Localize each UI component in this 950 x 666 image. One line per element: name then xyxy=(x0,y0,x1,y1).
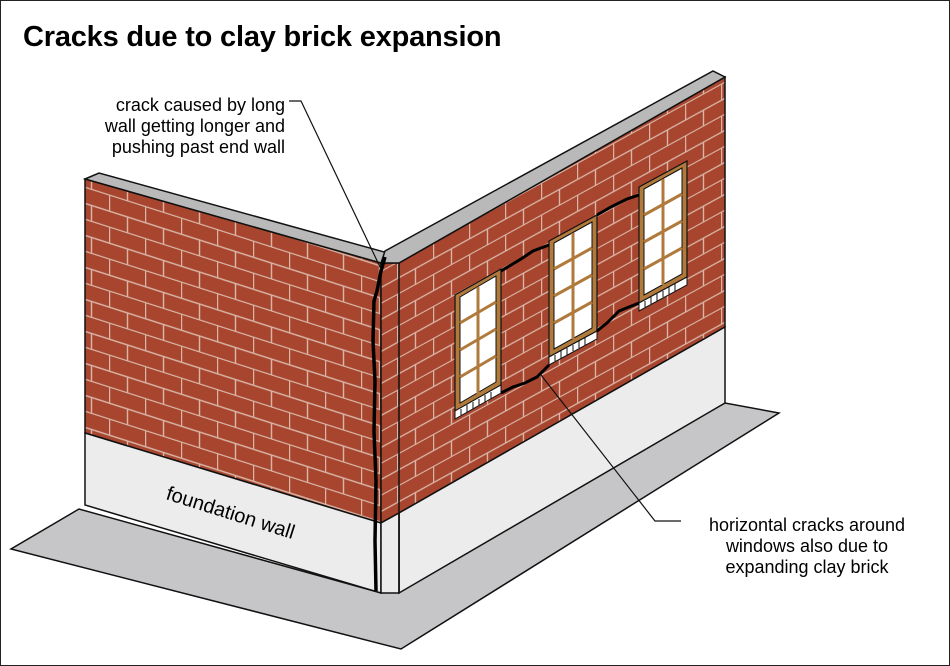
caption-line: wall getting longer and xyxy=(104,116,285,136)
leader-vertical-crack xyxy=(289,100,382,270)
diagram-title: Cracks due to clay brick expansion xyxy=(23,21,502,53)
horizontal-crack-upper xyxy=(500,193,640,273)
caption-line: pushing past end wall xyxy=(111,137,285,157)
window-middle xyxy=(548,213,598,366)
long-wall-top xyxy=(379,70,727,264)
horizontal-crack-lower xyxy=(500,301,640,395)
vertical-crack-caption: crack caused by long wall getting longer… xyxy=(25,95,285,158)
vertical-crack xyxy=(371,256,387,592)
horizontal-cracks-caption: horizontal cracks around windows also du… xyxy=(687,515,927,578)
caption-line: horizontal cracks around xyxy=(708,515,906,535)
leader-horizontal-cracks xyxy=(540,374,681,522)
long-wall-foundation-end xyxy=(380,511,400,594)
caption-line: expanding clay brick xyxy=(725,557,889,577)
window-left xyxy=(454,267,502,420)
window-right xyxy=(638,159,688,312)
caption-line: windows also due to xyxy=(725,536,889,556)
caption-line: crack caused by long xyxy=(115,95,285,115)
